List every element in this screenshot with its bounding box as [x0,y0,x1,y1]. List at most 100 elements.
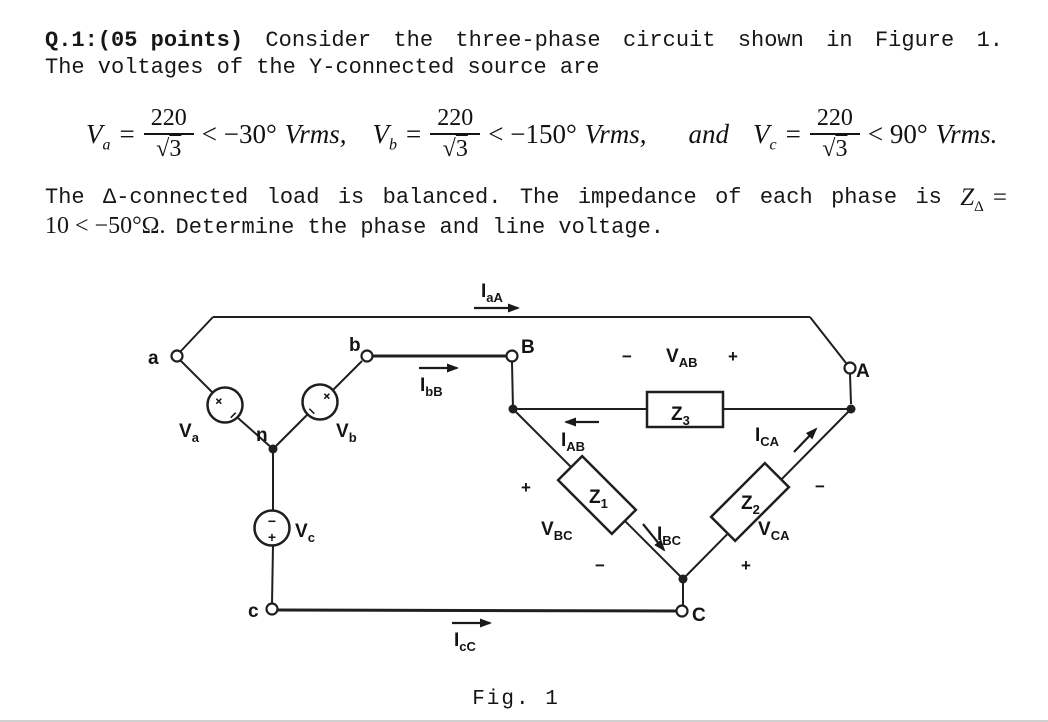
label-node-a: a [148,348,159,369]
equation-vb: Vb = 220 √3 < −150° Vrms, [372,104,647,162]
voltage-sources: + − + − − + [206,383,339,547]
vAB-plus-sign: + [728,347,738,366]
label-current-ibB: IbB [420,375,443,399]
wire-sourceb-to-n [272,414,308,450]
impedance-inline-math: ZΔ= [960,184,1007,215]
terminal-a [170,349,184,363]
statement-word: Figure [874,28,955,53]
label-node-b: b [349,335,361,356]
statement-word: circuit [623,28,716,53]
junction-n [268,444,278,454]
label-node-n: n [256,425,268,446]
body-word: load [266,185,320,210]
label-node-A: A [856,361,870,382]
wire-sourcec-to-c [271,544,274,605]
node-terminals [170,349,857,618]
vAB-minus-sign: − [622,347,632,366]
impedance-box-z3 [645,390,725,429]
junction-delta-B [508,404,518,414]
wire-A-to-delta [849,373,852,405]
statement-word: 1. [976,28,1003,53]
terminal-c [265,602,279,616]
label-source-vb: Vb [336,421,357,445]
statement-word: in [826,28,853,53]
label-node-B: B [521,337,535,358]
and-connector: and [688,118,730,149]
impedance-value-math: 10 < −50°Ω. [45,213,166,239]
body-line-2: 10 < −50°Ω. Determine the phase and line … [45,212,1007,242]
va-symbol: Va [86,118,111,153]
terminal-B [505,349,519,363]
label-voltage-vCA: VCA [758,519,790,543]
label-impedance-z2: Z2 [741,493,760,517]
vBC-plus-sign: + [521,478,531,497]
statement-line-2: The voltages of the Y-connected source a… [45,55,600,80]
body-word: of [715,185,742,210]
fraction-va: 220 √3 [143,105,194,162]
fraction-vb: 220 √3 [430,105,481,162]
wire-a-to-source [179,359,213,393]
label-current-iCA: ICA [755,425,780,449]
body-paragraph: The Δ-connected load is balanced. The im… [45,183,1007,242]
arrow-iBC [642,523,666,552]
body-word: impedance [577,185,697,210]
label-impedance-z1: Z1 [589,487,608,511]
body-word: is [337,185,365,210]
wire-B-to-delta [511,361,514,410]
label-voltage-vAB: VAB [666,346,697,370]
statement-word: the [393,28,434,53]
vc-symbol: Vc [753,118,777,153]
label-current-icC: IcC [454,630,477,654]
fraction-vc: 220 √3 [809,105,860,162]
label-node-C: C [692,605,706,626]
terminal-b [360,349,374,363]
statement-word: shown [737,28,804,53]
figure-caption: Fig. 1 [472,688,560,711]
statement-word: three-phase [455,28,601,53]
body-word: balanced. [382,185,502,210]
label-voltage-vBC: VBC [541,519,573,543]
body-word: is [915,185,942,210]
label-node-c: c [248,601,259,622]
wire-c-to-C [277,608,677,613]
vb-symbol: Vb [372,118,398,153]
equation-va: Va = 220 √3 < −30° Vrms, [86,104,347,162]
page-bottom-edge [0,720,1048,722]
wire-sourcea-to-n [237,417,274,450]
current-labels: IaA IbB IcC IAB IBC ICA [420,281,780,654]
junction-delta-A [846,404,856,414]
question-label: Q.1:(05 points) [45,28,244,53]
source-labels: Va Vb Vc [179,421,357,545]
determine-sentence: Determine the phase and line voltage. [175,215,664,240]
impedance-box-z2 [709,461,791,543]
statement-line-1: Q.1:(05 points) Consider the three-phase… [45,27,1003,54]
phase-voltage-labels: − VAB + + VBC − − VCA + [521,346,825,575]
source-vc-plus-sign: + [268,529,276,545]
junction-delta-C [678,574,688,584]
vCA-minus-sign: − [815,477,825,496]
body-word: phase [831,185,898,210]
terminal-A [843,361,857,375]
label-current-iAB: IAB [561,430,585,454]
statement-word: Consider [265,28,372,53]
problem-statement: Q.1:(05 points) Consider the three-phase… [45,27,1003,81]
body-line-1: The Δ-connected load is balanced. The im… [45,183,1007,215]
impedance-labels: Z1 Z2 Z3 [589,404,760,517]
source-va-circle [206,386,244,424]
body-word: The [519,185,560,210]
body-word: each [759,185,813,210]
wire-b-to-source [332,360,363,391]
source-vb-circle [301,383,339,421]
label-source-vc: Vc [295,521,315,545]
wire-a-to-top [179,316,214,353]
vBC-minus-sign: − [595,556,605,575]
label-current-iBC: IBC [657,524,682,548]
source-vc-minus-sign: − [268,513,276,529]
vCA-plus-sign: + [741,556,751,575]
wire-top-to-A [809,316,847,364]
arrow-iCA [793,427,818,453]
node-labels: a b B A c C n [148,335,870,626]
impedance-boxes [556,390,791,543]
